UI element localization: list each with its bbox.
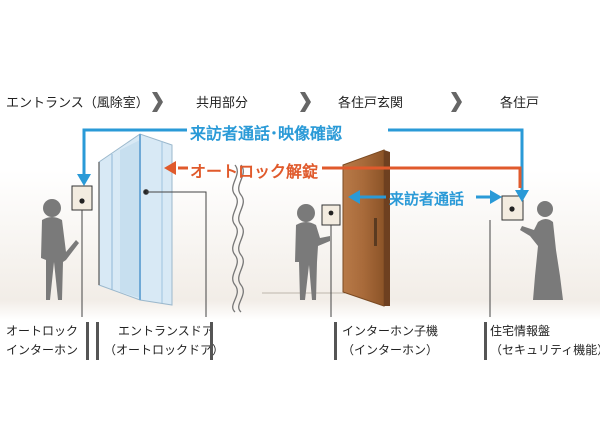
device-label-line: （オートロックドア）: [104, 343, 225, 357]
flow-label-visitor-call-video: 来訪者通話･映像確認: [190, 124, 343, 143]
device-label-autolock-intercom: オートロック インターホン: [6, 322, 78, 360]
label-bar: [96, 322, 99, 360]
label-bar: [484, 322, 487, 360]
visitor-figure-door: [295, 204, 330, 300]
zone-label-entrance: エントランス（風除室）: [6, 96, 149, 111]
zone-label-unit: 各住戸: [500, 96, 540, 111]
zone-label-unit-entrance: 各住戸玄関: [338, 96, 404, 111]
intercom-handset-device: [321, 204, 341, 226]
label-bar: [210, 322, 213, 360]
resident-figure: [520, 201, 563, 300]
device-label-line: インターホン子機: [342, 324, 439, 338]
device-label-line: （インターホン）: [342, 343, 439, 357]
device-label-line: 住宅情報盤: [490, 324, 551, 338]
chevron-right-icon: [300, 92, 311, 112]
label-bar: [334, 322, 337, 360]
device-label-line: オートロック: [6, 324, 79, 338]
arrow-visitor-call-video: [82, 128, 524, 192]
zone-label-common-area: 共用部分: [196, 96, 249, 111]
arrow-autolock-release: [164, 161, 522, 188]
device-label-intercom-handset: インターホン子機 （インターホン）: [342, 322, 438, 360]
arrow-visitor-call: [348, 190, 502, 204]
break-line: [232, 164, 238, 313]
break-line: [238, 164, 244, 313]
device-label-line: エントランスドア: [118, 324, 214, 338]
visitor-figure-entrance: [41, 199, 79, 300]
label-bar: [86, 322, 89, 360]
zone-separators: [152, 92, 462, 112]
chevron-right-icon: [451, 92, 462, 112]
device-label-home-info-panel: 住宅情報盤 （セキュリティ機能）: [490, 322, 600, 360]
autolock-intercom-device: [71, 185, 93, 211]
flow-label-autolock-release: オートロック解錠: [190, 162, 319, 181]
home-information-panel-device: [501, 195, 524, 221]
unit-door-drawing: [342, 149, 390, 307]
arrowhead-down-right: [515, 190, 529, 202]
device-label-entrance-door: エントランスドア （オートロックドア）: [104, 322, 224, 360]
arrowhead-down-left: [77, 174, 91, 186]
chevron-right-icon: [152, 92, 163, 112]
device-label-line: （セキュリティ機能）: [490, 343, 600, 357]
leader-lines: [81, 189, 491, 317]
device-label-line: インターホン: [6, 343, 79, 357]
entrance-door-drawing: [98, 133, 173, 306]
flow-label-visitor-call: 来訪者通話: [389, 190, 465, 208]
